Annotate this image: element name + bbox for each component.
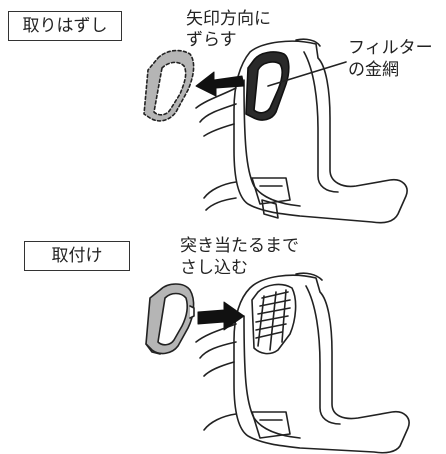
- intake-grille: [251, 283, 297, 355]
- install-label: 取付け: [24, 241, 130, 271]
- filter-mesh-label-line1: フィルター: [348, 38, 433, 58]
- install-instruction-line2: さし込む: [180, 258, 248, 278]
- filter-removed-ghost: [143, 49, 195, 122]
- filter-mesh-inserting: [145, 283, 195, 355]
- arrow-right-icon: [197, 301, 245, 331]
- filter-mesh-label-line2: の金網: [348, 60, 399, 80]
- device-body-top: [195, 38, 408, 224]
- device-body-bottom: [195, 272, 410, 454]
- arrow-left-icon: [195, 71, 245, 97]
- part-leader-line: [267, 61, 347, 87]
- removal-instruction-line1: 矢印方向に: [186, 9, 271, 29]
- removal-instruction-line2: ずらす: [186, 30, 237, 50]
- filter-mesh-installed: [245, 51, 290, 121]
- install-instruction-line1: 突き当たるまで: [180, 236, 299, 256]
- removal-label: 取りはずし: [8, 11, 122, 41]
